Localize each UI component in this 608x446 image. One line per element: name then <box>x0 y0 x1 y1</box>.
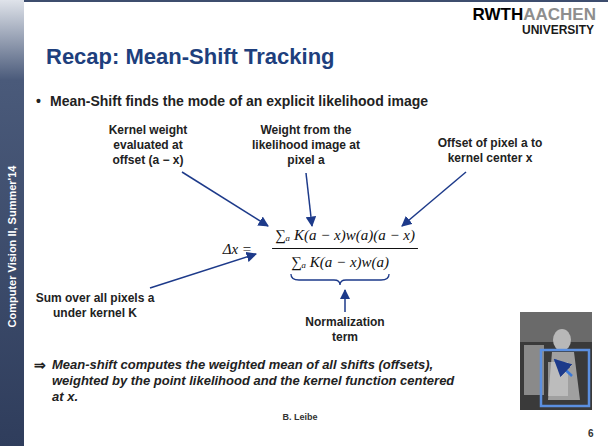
conclusion-text: Mean-shift computes the weighted mean of… <box>52 357 462 405</box>
page-number: 6 <box>588 428 594 440</box>
underbrace <box>291 274 389 285</box>
tracking-thumbnail <box>520 312 592 410</box>
author-footer: B. Leibe <box>260 412 340 423</box>
implies-mark: ⇒ <box>34 357 46 374</box>
sidebar-text: Computer Vision II, Summer'14 <box>6 127 19 367</box>
bullet-text: Mean-Shift finds the mode of an explicit… <box>50 93 590 110</box>
bullet-mark: • <box>36 93 41 110</box>
annotation: Normalization term <box>295 315 395 345</box>
logo-word: AACHEN <box>523 5 596 25</box>
side-band <box>0 0 24 446</box>
top-rule <box>0 0 608 2</box>
annotation: Weight from the likelihood image at pixe… <box>250 123 362 168</box>
slide-title: Recap: Mean-Shift Tracking <box>46 44 335 70</box>
logo-word: RWTH <box>473 5 524 25</box>
leader-arrows <box>150 172 466 312</box>
annotation: Sum over all pixels a under kernel K <box>27 291 163 321</box>
fraction-bar <box>272 248 418 249</box>
formula-numerator: ∑ₐ K(a − x)w(a)(a − x) <box>275 226 415 244</box>
annotation: Kernel weight evaluated at offset (a − x… <box>98 123 198 168</box>
formula-denominator: ∑ₐ K(a − x)w(a) <box>291 253 389 271</box>
logo-word: UNIVERSITY <box>522 23 594 37</box>
annotation: Offset of pixel a to kernel center x <box>431 136 549 166</box>
formula-lhs: Δx = <box>223 240 252 258</box>
